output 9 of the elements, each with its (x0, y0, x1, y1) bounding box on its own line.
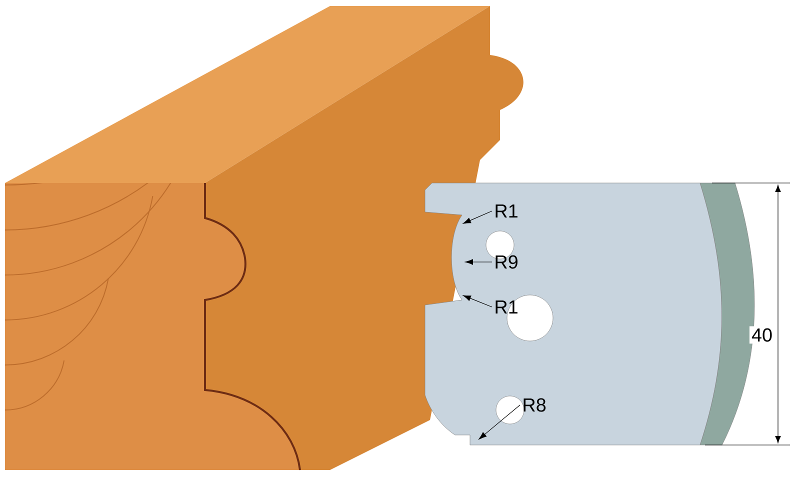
leader-line (465, 259, 492, 265)
leader-line (462, 210, 492, 224)
leader-line (462, 295, 492, 308)
leader-line (478, 404, 520, 440)
radius-label: R1 (496, 300, 518, 314)
radius-label: R1 (496, 204, 518, 218)
dimension-label: 40 (749, 326, 775, 344)
radius-label: R8 (524, 398, 546, 412)
radius-label: R9 (496, 255, 518, 269)
